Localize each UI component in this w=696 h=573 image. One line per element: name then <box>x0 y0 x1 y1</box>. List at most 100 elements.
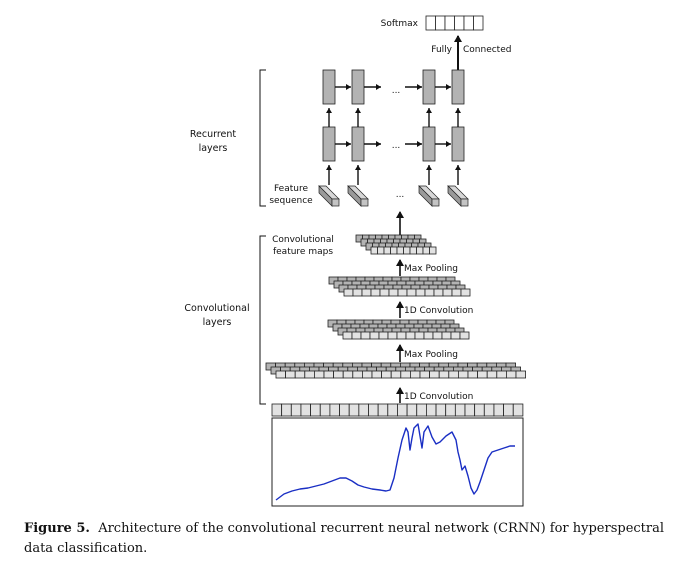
spectrum-curve <box>275 423 515 501</box>
recurrent-unit <box>422 69 436 105</box>
cell <box>333 370 344 379</box>
cell <box>460 288 471 297</box>
max-pooling-bottom-label: Max Pooling <box>404 350 458 360</box>
caption-text: Architecture of the convolutional recurr… <box>24 521 665 556</box>
recurrent-unit <box>322 126 336 162</box>
cell <box>313 370 325 379</box>
cell <box>285 370 296 379</box>
cell <box>319 403 331 417</box>
caption-label: Figure 5. <box>24 521 90 536</box>
cell <box>454 403 466 417</box>
cell <box>377 246 385 255</box>
cell <box>342 331 353 340</box>
softmax-label: Softmax <box>381 19 419 29</box>
feature-sequence-label-line1: Feature <box>274 184 308 194</box>
conv-feature-maps-bottom <box>265 362 527 379</box>
cell <box>369 331 380 340</box>
cell <box>310 403 321 417</box>
cell <box>358 403 369 417</box>
input-spectrum-cells <box>271 403 524 417</box>
cell <box>378 331 389 340</box>
cell <box>438 370 450 379</box>
cell <box>464 403 476 417</box>
conv-layers-label-line2: layers <box>203 317 232 328</box>
feature-map-layer <box>275 370 527 379</box>
cell <box>416 246 424 255</box>
conv-layers-label-line1: Convolutional <box>184 303 249 314</box>
cell <box>371 370 383 379</box>
cell <box>429 370 440 379</box>
cell <box>406 403 418 417</box>
cell <box>496 370 507 379</box>
conv-feature-maps-label-line1: Convolutional <box>272 235 334 245</box>
cell <box>444 15 455 31</box>
cell <box>414 331 425 340</box>
cell <box>433 288 444 297</box>
cell <box>390 246 398 255</box>
cell <box>348 403 360 417</box>
cell <box>377 403 389 417</box>
fully-label: Fully <box>431 45 452 55</box>
cell <box>342 370 354 379</box>
cell <box>396 246 404 255</box>
cell <box>463 15 474 31</box>
cell <box>294 370 306 379</box>
recurrent-label-line1: Recurrent <box>190 129 237 140</box>
softmax-output-cells <box>425 15 484 31</box>
cell <box>383 246 391 255</box>
cell <box>451 288 462 297</box>
cell <box>396 331 407 340</box>
recurrent-bracket <box>259 69 266 207</box>
cell <box>442 288 453 297</box>
cell <box>493 403 505 417</box>
pooled-feature-maps-top <box>355 234 437 255</box>
cell <box>361 370 373 379</box>
cell <box>423 331 434 340</box>
cell <box>388 288 399 297</box>
ellipsis-mid: ... <box>392 141 401 151</box>
recurrent-unit <box>351 69 365 105</box>
cell <box>424 288 435 297</box>
cell <box>409 370 421 379</box>
cell <box>379 288 390 297</box>
feature-vector-front <box>331 198 340 207</box>
figure-caption: Figure 5. Architecture of the convolutio… <box>24 519 674 559</box>
max-pooling-top-label: Max Pooling <box>404 264 458 274</box>
ellipsis-top: ... <box>392 86 401 96</box>
cell <box>454 15 465 31</box>
cell <box>416 403 427 417</box>
cell <box>281 403 292 417</box>
cell <box>448 370 459 379</box>
input-cell-row <box>271 403 524 417</box>
recurrent-unit <box>422 126 436 162</box>
recurrent-unit <box>351 126 365 162</box>
cell <box>271 403 283 417</box>
cell <box>425 15 436 31</box>
feature-map-layer <box>343 288 471 297</box>
cell <box>360 331 371 340</box>
cell <box>477 370 488 379</box>
cell <box>486 370 498 379</box>
feature-sequence-label-line2: sequence <box>269 196 313 206</box>
cell <box>403 246 411 255</box>
conv-feature-maps-label-line2: feature maps <box>273 247 333 257</box>
cell <box>387 403 398 417</box>
feature-map-layer <box>265 362 517 371</box>
feature-map-layer <box>270 366 522 375</box>
cell <box>515 370 527 379</box>
cell <box>415 288 426 297</box>
feature-map-layer <box>338 284 466 293</box>
feature-vector-front <box>431 198 440 207</box>
feature-map-layer <box>370 246 437 255</box>
cell <box>361 288 372 297</box>
cell <box>450 331 461 340</box>
cell <box>368 403 379 417</box>
ellipsis-bottom: ... <box>396 190 405 200</box>
cell <box>343 288 354 297</box>
recurrent-unit <box>451 126 465 162</box>
connected-label: Connected <box>463 45 511 55</box>
softmax-cell-row <box>425 15 484 31</box>
cell <box>323 370 335 379</box>
cell <box>473 15 484 31</box>
